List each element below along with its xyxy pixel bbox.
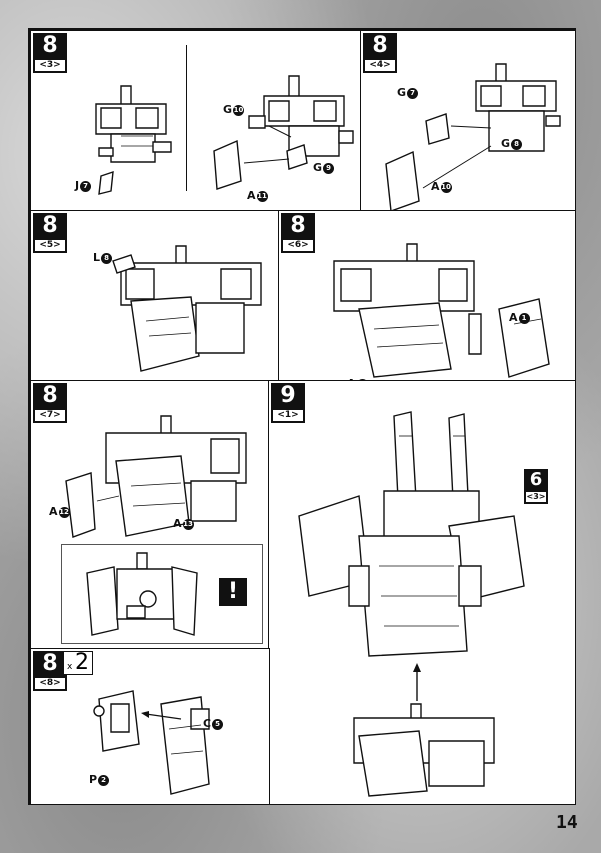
step-number: 9 bbox=[280, 383, 296, 408]
step-badge: 8 <5> bbox=[33, 213, 67, 253]
step-badge: 8 <8> bbox=[33, 651, 67, 691]
step-sub-number: <6> bbox=[282, 239, 314, 252]
assembly-drawing bbox=[61, 411, 261, 541]
reference-step-badge: 6 <3> bbox=[524, 469, 548, 504]
assembly-drawing bbox=[381, 56, 571, 206]
step-sub-number: <7> bbox=[34, 409, 66, 422]
reference-step-sub-number: <3> bbox=[525, 491, 547, 503]
step-sub-number: <4> bbox=[364, 59, 396, 72]
assembly-drawing-left bbox=[81, 76, 191, 186]
step-number: 8 bbox=[42, 213, 58, 238]
step-sub-number: <1> bbox=[272, 409, 304, 422]
warning-inset: ! bbox=[61, 544, 263, 644]
step-number: 8 bbox=[290, 213, 306, 238]
step-badge: 9 <1> bbox=[271, 383, 305, 423]
panel-divider bbox=[186, 45, 187, 191]
torso-assembly-drawing bbox=[289, 406, 539, 796]
quantity-multiplier: x 2 bbox=[63, 650, 93, 675]
step-sub-number: <5> bbox=[34, 239, 66, 252]
step-number: 8 bbox=[42, 383, 58, 408]
step-badge: 8 <3> bbox=[33, 33, 67, 73]
step-panel-8-6: 8 <6> A1 A2 bbox=[278, 210, 576, 390]
assembly-drawing bbox=[101, 241, 271, 376]
step-badge: 8 <4> bbox=[363, 33, 397, 73]
step-badge: 8 <6> bbox=[281, 213, 315, 253]
step-number: 8 bbox=[42, 33, 58, 58]
step-number: 8 bbox=[372, 33, 388, 58]
warning-icon: ! bbox=[219, 578, 247, 606]
assembly-drawing-right bbox=[209, 71, 359, 201]
assembly-drawing bbox=[319, 239, 559, 379]
step-sub-number: <3> bbox=[34, 59, 66, 72]
step-number: 8 bbox=[42, 651, 58, 676]
inset-drawing bbox=[82, 551, 202, 637]
step-sub-number: <8> bbox=[34, 677, 66, 690]
step-panel-9-1: 9 <1> 6 <3> bbox=[268, 380, 576, 805]
page-number: 14 bbox=[556, 812, 578, 833]
reference-step-number: 6 bbox=[529, 469, 543, 490]
assembly-drawing bbox=[91, 689, 241, 799]
step-badge: 8 <7> bbox=[33, 383, 67, 423]
